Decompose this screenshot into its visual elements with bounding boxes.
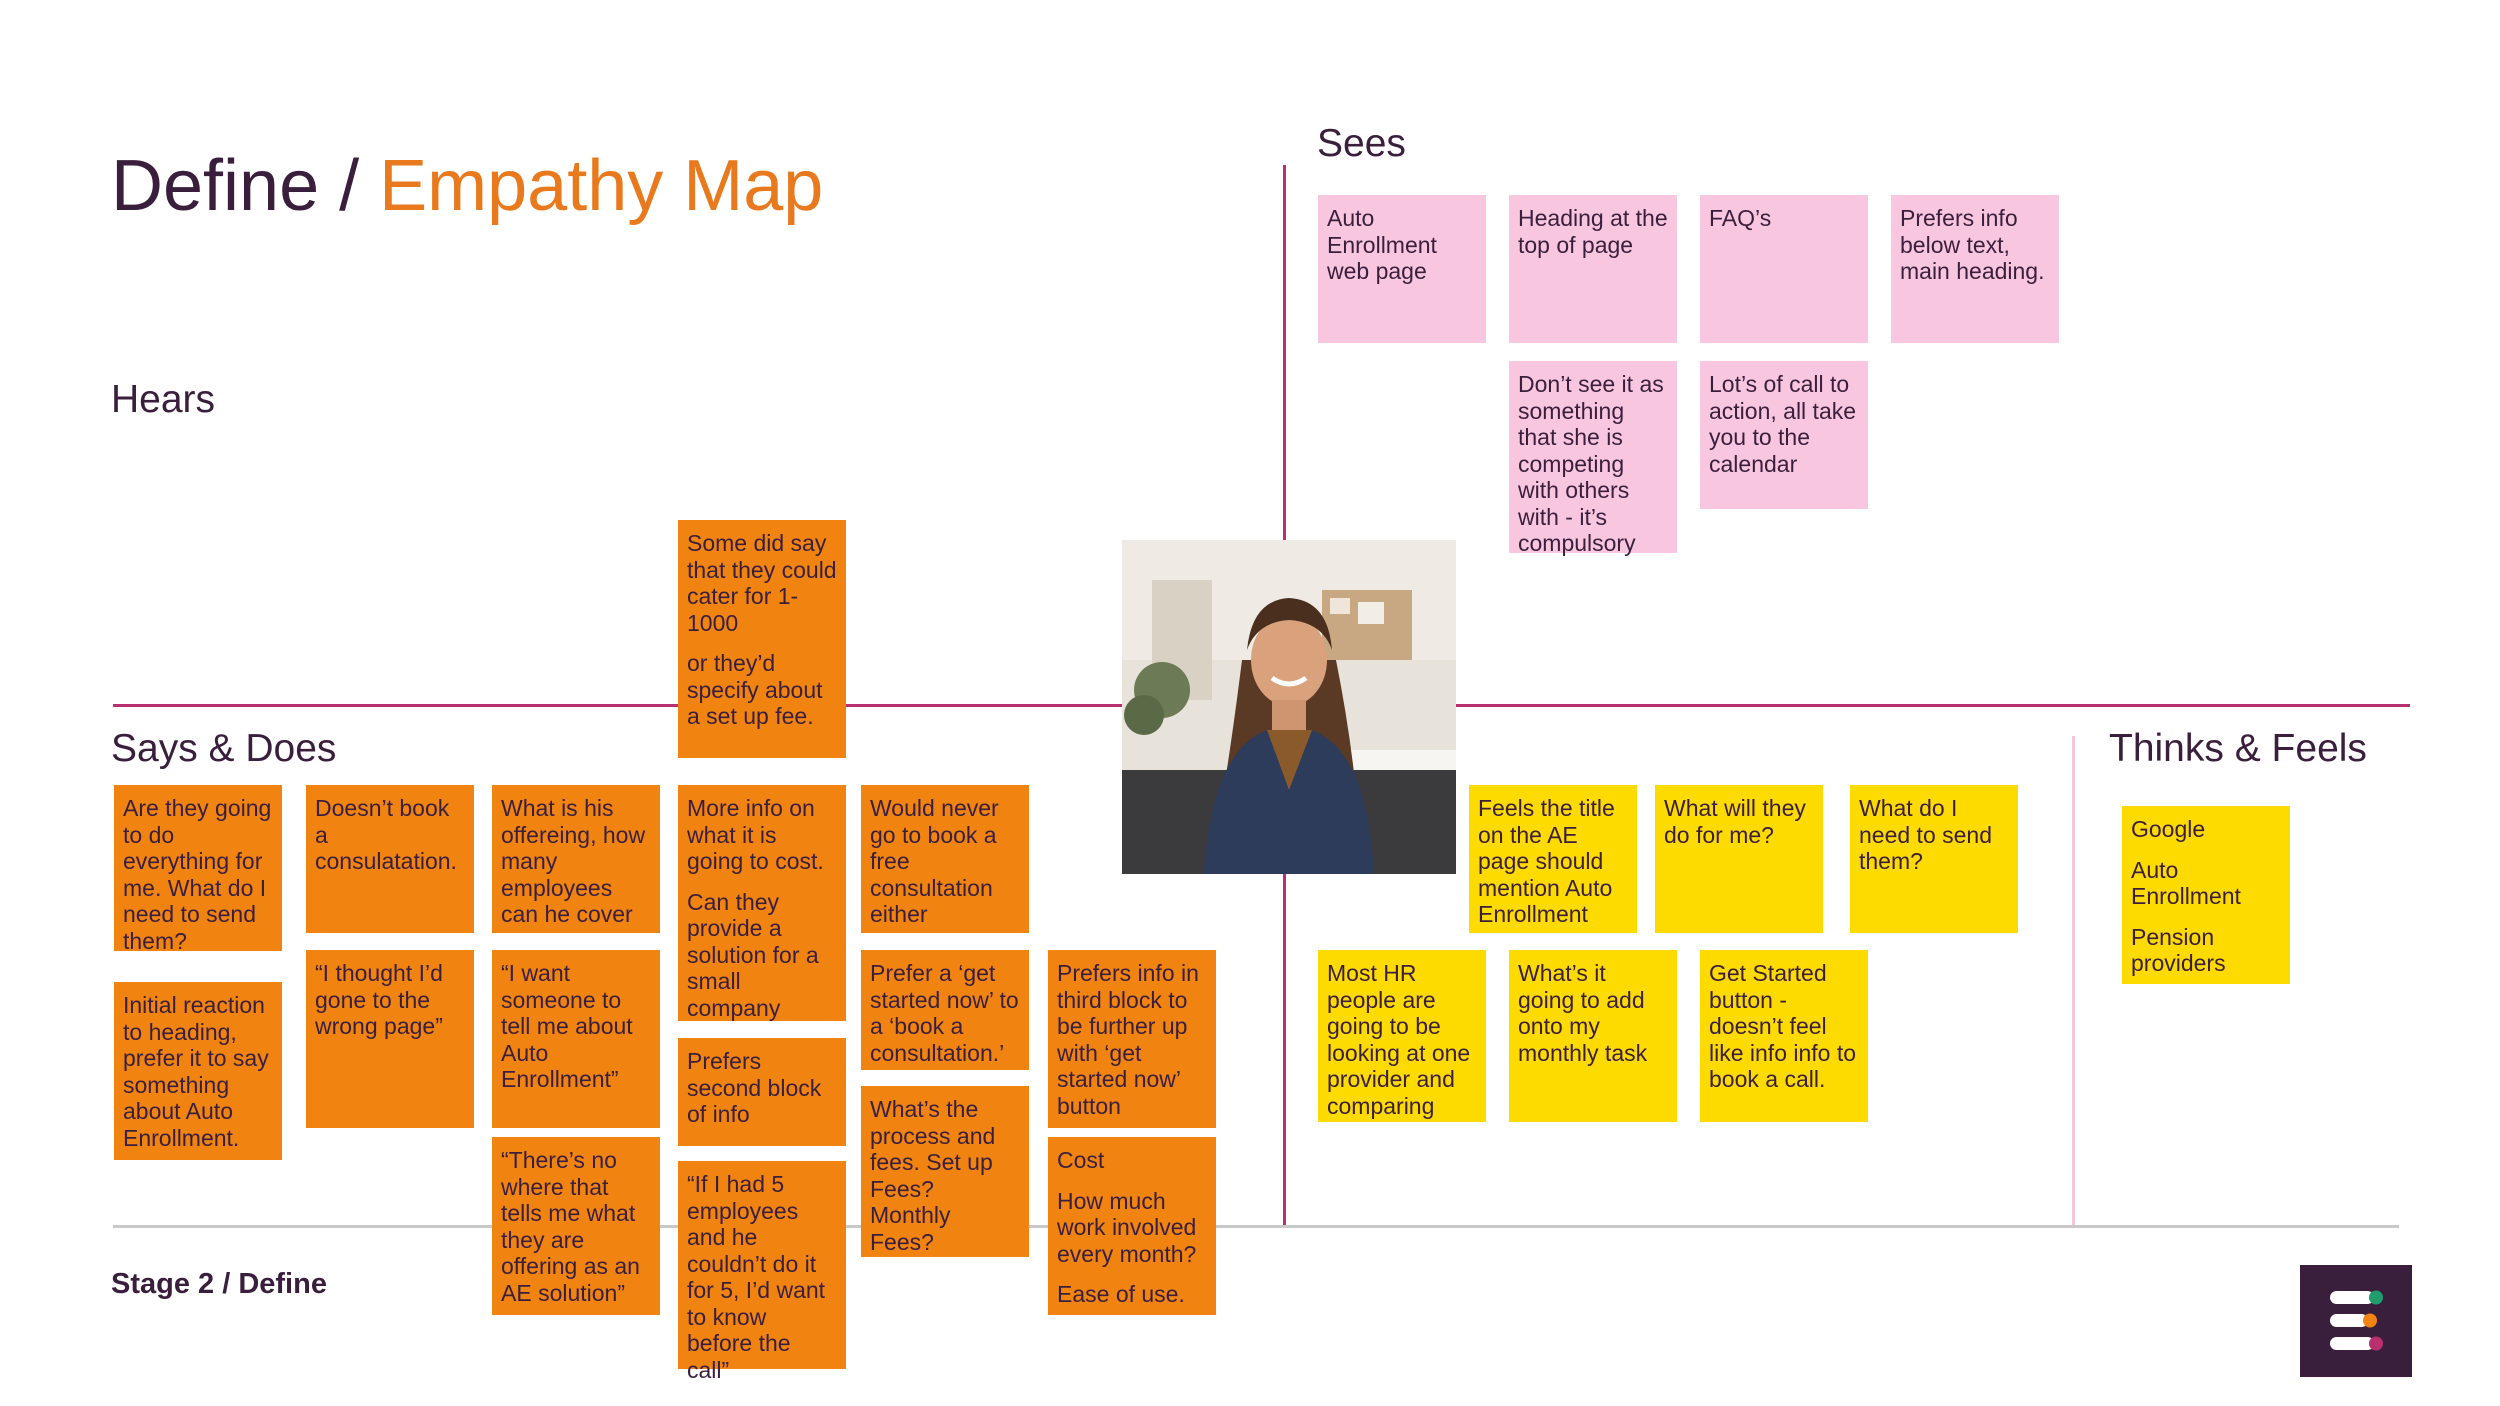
sticky-note-says-does: Would never go to book a free consultati… <box>861 785 1029 933</box>
title-accent: Empathy Map <box>379 146 824 226</box>
thinks-feels-heading: Thinks & Feels <box>2109 727 2367 770</box>
note-text: Prefers second block of info <box>687 1048 822 1127</box>
note-text: What do I need to send them? <box>1859 795 1993 874</box>
thinks-feels-divider <box>2072 736 2075 1225</box>
note-text: Can they provide a solution for a small … <box>687 888 819 1021</box>
sticky-note-sees: Prefers info below text, main heading. <box>1891 195 2059 343</box>
note-text: What will they do for me? <box>1664 795 1806 848</box>
note-text: Don’t see it as something that she is co… <box>1518 371 1664 556</box>
sticky-note-says-does: What’s the process and fees. Set up Fees… <box>861 1086 1029 1257</box>
sticky-note-says-does: “I thought I’d gone to the wrong page” <box>306 950 474 1128</box>
note-text: Feels the title on the AE page should me… <box>1478 795 1615 927</box>
note-text: Prefer a ‘get started now’ to a ‘book a … <box>870 960 1019 1066</box>
note-text: Get Started button - doesn’t feel like i… <box>1709 960 1857 1092</box>
note-text: Heading at the top of page <box>1518 205 1668 258</box>
note-text: “If I had 5 employees and he couldn’t do… <box>687 1171 826 1383</box>
title-prefix: Define / <box>111 146 380 226</box>
note-text: Prefers info in third block to be furthe… <box>1057 960 1199 1119</box>
sticky-note-says-does: “If I had 5 employees and he couldn’t do… <box>678 1161 846 1383</box>
note-text: Some did say that they could cater for 1… <box>687 530 837 636</box>
sticky-note-says-does: Initial reaction to heading, prefer it t… <box>114 982 282 1160</box>
sees-heading: Sees <box>1317 122 1406 165</box>
stage-label: Stage 2 / Define <box>111 1268 327 1300</box>
says-does-heading: Says & Does <box>111 727 337 770</box>
note-text: Doesn’t book a consulatation. <box>315 795 457 874</box>
sticky-note-says-does: “There’s no where that tells me what the… <box>492 1137 660 1315</box>
sticky-note-thinks-feels: Most HR people are going to be looking a… <box>1318 950 1486 1122</box>
sticky-note-says-does: Prefers info in third block to be furthe… <box>1048 950 1216 1128</box>
note-text: What’s it going to add onto my monthly t… <box>1518 960 1648 1066</box>
sticky-note-says-does: Prefers second block of info <box>678 1038 846 1146</box>
sticky-note-sees: Lot’s of call to action, all take you to… <box>1700 361 1868 509</box>
sticky-note-sees: Don’t see it as something that she is co… <box>1509 361 1677 556</box>
footer-divider <box>113 1225 2399 1228</box>
note-text: Google <box>2131 816 2206 842</box>
note-text: or they’d specify about a set up fee. <box>687 650 823 729</box>
sticky-note-says-does: Some did say that they could cater for 1… <box>678 520 846 758</box>
persona-photo <box>1122 540 1456 874</box>
note-text: Lot’s of call to action, all take you to… <box>1709 371 1857 477</box>
note-text: Prefers info below text, main heading. <box>1900 205 2045 284</box>
sticky-note-thinks-feels: Get Started button - doesn’t feel like i… <box>1700 950 1868 1122</box>
hears-heading: Hears <box>111 378 216 421</box>
persona-illustration <box>1122 540 1456 874</box>
sticky-note-says-does: Are they going to do everything for me. … <box>114 785 282 954</box>
sticky-note-sees: Auto Enrollment web page <box>1318 195 1486 343</box>
sticky-note-says-does: Prefer a ‘get started now’ to a ‘book a … <box>861 950 1029 1070</box>
logo-icon <box>2330 1290 2383 1351</box>
note-text: What’s the process and fees. Set up Fees… <box>870 1096 996 1255</box>
note-text: Most HR people are going to be looking a… <box>1327 960 1471 1119</box>
note-text: What is his offereing, how many employee… <box>501 795 646 927</box>
note-text: Auto Enrollment <box>2131 856 2241 910</box>
note-text: “I thought I’d gone to the wrong page” <box>315 960 443 1039</box>
note-text: Pension providers <box>2131 923 2226 977</box>
note-text: Auto Enrollment web page <box>1327 205 1437 284</box>
note-text: “There’s no where that tells me what the… <box>501 1147 640 1306</box>
sticky-note-thinks-feels: What will they do for me? <box>1655 785 1823 933</box>
sticky-note-thinks-feels: What’s it going to add onto my monthly t… <box>1509 950 1677 1122</box>
sticky-note-says-does: What is his offereing, how many employee… <box>492 785 660 933</box>
sticky-note-says-does: “I want someone to tell me about Auto En… <box>492 950 660 1128</box>
note-text: “I want someone to tell me about Auto En… <box>501 960 633 1092</box>
note-text: FAQ’s <box>1709 205 1772 231</box>
sticky-note-thinks-feels: Feels the title on the AE page should me… <box>1469 785 1637 933</box>
sticky-note-thinks-feels: What do I need to send them? <box>1850 785 2018 933</box>
brand-logo <box>2300 1265 2412 1377</box>
note-text: Would never go to book a free consultati… <box>870 795 999 927</box>
note-text: Ease of use. <box>1057 1281 1185 1307</box>
note-text: Cost <box>1057 1147 1105 1173</box>
sticky-note-sees: FAQ’s <box>1700 195 1868 343</box>
note-text: How much work involved every month? <box>1057 1187 1197 1267</box>
note-text: Initial reaction to heading, prefer it t… <box>123 992 269 1151</box>
sticky-note-sees: Heading at the top of page <box>1509 195 1677 343</box>
sticky-note-says-does: More info on what it is going to cost. Ca… <box>678 785 846 1021</box>
sticky-note-says-does: Doesn’t book a consulatation. <box>306 785 474 933</box>
note-text: More info on what it is going to cost. <box>687 795 824 874</box>
note-text: Are they going to do everything for me. … <box>123 795 272 954</box>
page-title: Define / Empathy Map <box>111 150 823 222</box>
